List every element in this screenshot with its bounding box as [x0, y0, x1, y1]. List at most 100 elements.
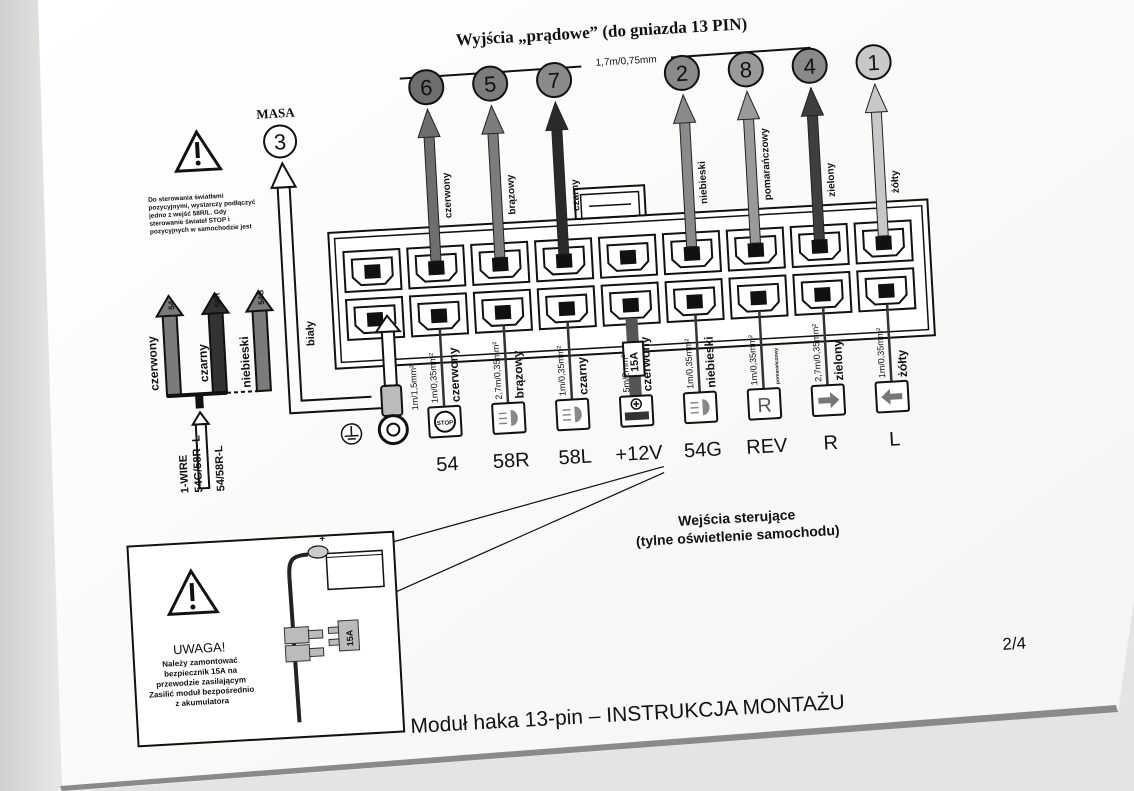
input-name: +12V — [615, 442, 664, 467]
pin-wire-color: niebieski — [697, 161, 710, 205]
pin-number: 5 — [483, 71, 497, 97]
pin-badge — [727, 51, 764, 88]
paper-edge — [60, 705, 1118, 791]
pin-wire-color: czerwony — [441, 172, 455, 219]
pin-number: 8 — [739, 57, 753, 83]
input-name: REV — [746, 435, 789, 459]
branch-color-niebieski: niebieski — [237, 336, 254, 388]
pin-badge — [536, 62, 573, 99]
input-name: 54G — [683, 438, 722, 462]
earth-symbol-icon — [340, 423, 363, 445]
input-name: 58R — [492, 449, 530, 473]
control-caption-line1: Wejścia sterujące — [678, 506, 796, 529]
wire-spec: 2,7m/0,35mm² — [491, 341, 504, 399]
arrow-left-icon — [874, 379, 910, 414]
pin-badge — [472, 65, 509, 102]
wire-color: zielony — [830, 339, 846, 381]
wire-color: żółty — [895, 349, 911, 377]
input-name: 58L — [558, 446, 593, 470]
ground-label: MASA — [256, 105, 296, 122]
wire-spec: 1m/0,35mm² — [427, 353, 440, 404]
input-name: R — [823, 432, 839, 455]
input-label-2: 54G/58R- L — [190, 435, 205, 493]
input-label-1wire: 1-WIRE — [177, 455, 191, 494]
wire-spec: 2,7m/0,35mm² — [810, 324, 823, 382]
pin-wire-color: brązowy — [505, 174, 518, 215]
output-pins: 6 czerwony 5 brązowy 7 czarny 2 niebieski 8 pomar… — [408, 44, 902, 262]
wire-color: pomarańczowy — [773, 348, 781, 385]
battery-icon — [618, 394, 655, 428]
pin-number: 7 — [547, 68, 561, 94]
inline-fuse — [621, 340, 646, 378]
branch-label-54: 54 — [167, 300, 177, 310]
output-pin-2: 2 niebieski — [663, 54, 710, 248]
warning-line1: Należy zamontować — [162, 656, 239, 669]
ground-wire-color: biały — [304, 320, 317, 347]
power-cable — [287, 552, 309, 723]
connector-socket — [728, 274, 789, 320]
page-number: 2/4 — [1002, 634, 1027, 654]
branch-color-czarny: czarny — [195, 343, 211, 382]
wire-color: czerwony — [446, 347, 463, 403]
wire-color: brązowy — [510, 350, 527, 399]
control-input-58r: 2,7m/0,35mm² brązowy 58R — [491, 325, 530, 473]
warning-title: UWAGA! — [173, 639, 226, 657]
pin-wire-color: żółty — [890, 170, 902, 194]
ground-wire-spec: 1m/1,5mm² — [408, 365, 421, 411]
connector-socket — [344, 295, 406, 342]
connector-socket — [406, 244, 467, 290]
reverse-icon: R — [746, 387, 783, 421]
connector-socket — [536, 285, 597, 331]
control-input-54g: 1m/0,35mm² niebieski 54G — [683, 314, 722, 462]
wire-spec: 1m/0,35mm² — [555, 345, 568, 396]
connector-socket — [597, 233, 659, 279]
output-pin-8: 8 pomarańczowy — [727, 51, 774, 244]
branch-diagram: 54 58R 54G czerwony czarny niebieski 1-W… — [145, 289, 275, 494]
wire-color: czerwony — [638, 336, 655, 392]
cable-spec: 1,7m/0,75mm — [595, 54, 657, 68]
output-pin-5: 5 brązowy — [472, 65, 519, 259]
warning-box-triangle-icon — [166, 568, 220, 617]
pin-number: 1 — [867, 50, 881, 76]
connector-socket — [792, 270, 853, 317]
pin-number: 2 — [675, 61, 689, 87]
connector-socket — [725, 226, 786, 272]
wire-spec: 1m/0,35mm² — [874, 327, 887, 378]
warning-line5: z akumulatora — [175, 696, 230, 708]
warning-line2: bezpiecznik 15A na — [164, 666, 238, 679]
branch-label-58r: 58R — [212, 292, 222, 307]
pin-wire-color: pomarańczowy — [759, 127, 774, 200]
ground-wire: biały — [270, 161, 385, 415]
pin-number: 6 — [419, 75, 433, 101]
wire-spec: 5m/2mm² — [620, 354, 632, 393]
rear-light-right-icon — [491, 401, 527, 435]
fuse-15a-icon: 15A — [327, 619, 361, 652]
connector-socket — [664, 277, 725, 324]
connector-socket — [472, 288, 534, 334]
connector-socket — [408, 292, 470, 338]
branch-label-54g: 54G — [256, 289, 266, 305]
fuse-holder — [283, 626, 325, 663]
pin-badge — [408, 69, 445, 106]
connector-socket — [789, 222, 850, 269]
arrow-right-icon — [810, 383, 847, 418]
pin-badge — [855, 44, 892, 81]
fuse-rating: 15A — [628, 351, 641, 372]
battery-illustration: + — [307, 534, 385, 591]
wire-spec: 1m/0,35mm² — [683, 338, 696, 389]
svg-text:STOP: STOP — [437, 420, 454, 427]
warning-triangle-icon — [174, 129, 224, 173]
pin-badge — [663, 54, 700, 91]
pin-wire-color: zielony — [825, 162, 838, 197]
pin-wire-color: czarny — [570, 179, 583, 212]
pin-badge — [791, 47, 828, 84]
wire-color: niebieski — [702, 336, 719, 388]
output-pin-7: 7 czarny — [536, 62, 583, 255]
connector-socket — [856, 267, 917, 313]
